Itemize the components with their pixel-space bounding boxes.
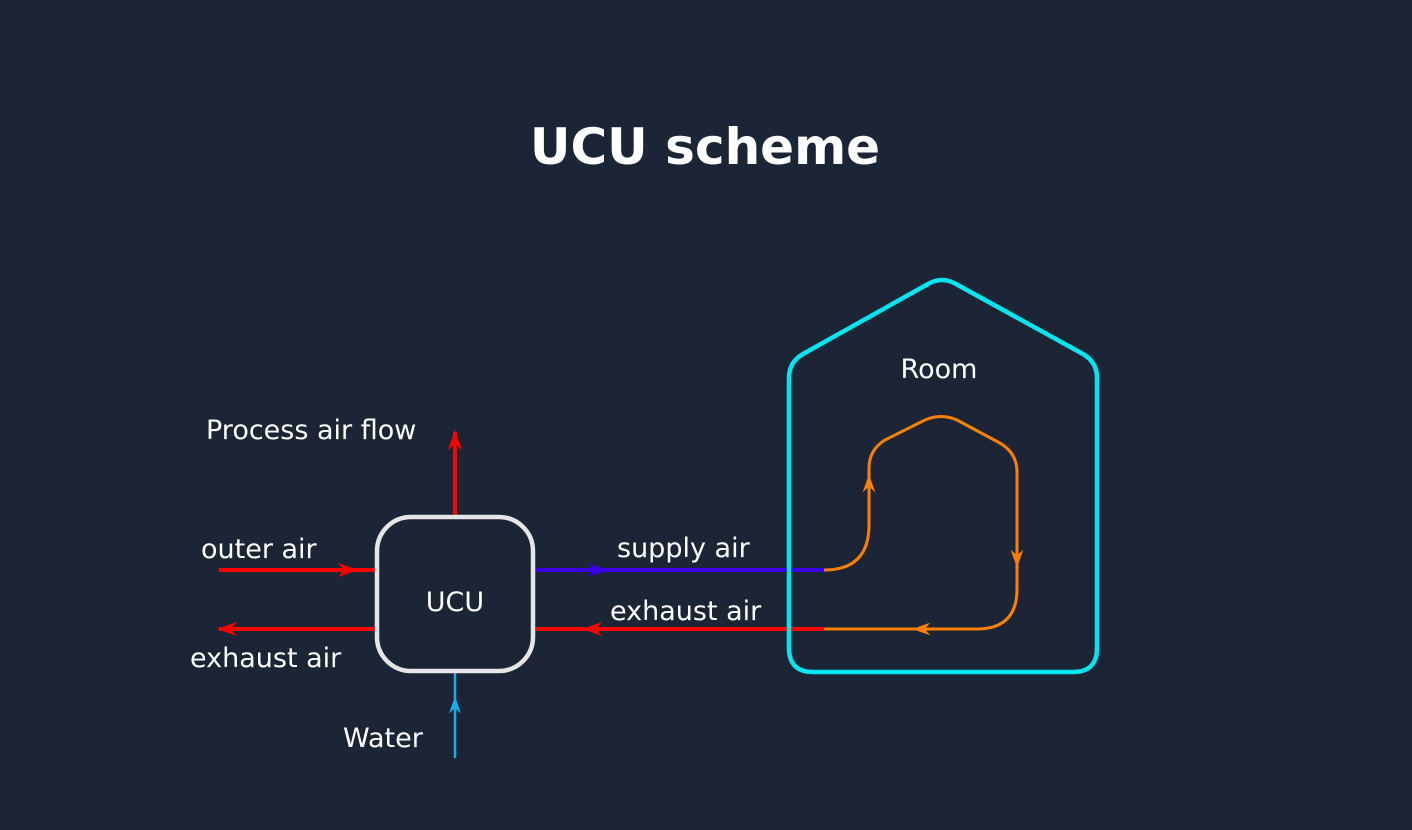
- room-air-circulation: [823, 415, 1024, 636]
- outer-air-label: outer air: [201, 534, 318, 565]
- room-outline: [786, 277, 1100, 675]
- process-air-label: Process air flow: [206, 415, 416, 446]
- room-label: Room: [901, 354, 978, 385]
- exhaust-air-return-flow: exhaust air: [534, 596, 824, 636]
- exhaust-air-return-label: exhaust air: [610, 596, 762, 627]
- outer-air-flow: outer air: [201, 534, 376, 577]
- room-node: Room: [786, 277, 1100, 675]
- water-flow: Water: [343, 672, 461, 758]
- exhaust-air-out-label: exhaust air: [190, 643, 342, 674]
- supply-air-flow: supply air: [534, 533, 824, 577]
- ucu-box: [374, 514, 536, 674]
- process-air-flow: Process air flow: [206, 415, 462, 517]
- exhaust-air-out-flow: exhaust air: [190, 622, 376, 674]
- water-label: Water: [343, 723, 424, 754]
- ucu-node: UCU: [374, 514, 536, 674]
- room-flow-path: [823, 415, 1019, 631]
- diagram-title: UCU scheme: [530, 118, 880, 176]
- supply-air-label: supply air: [617, 533, 751, 564]
- ucu-label: UCU: [426, 587, 484, 618]
